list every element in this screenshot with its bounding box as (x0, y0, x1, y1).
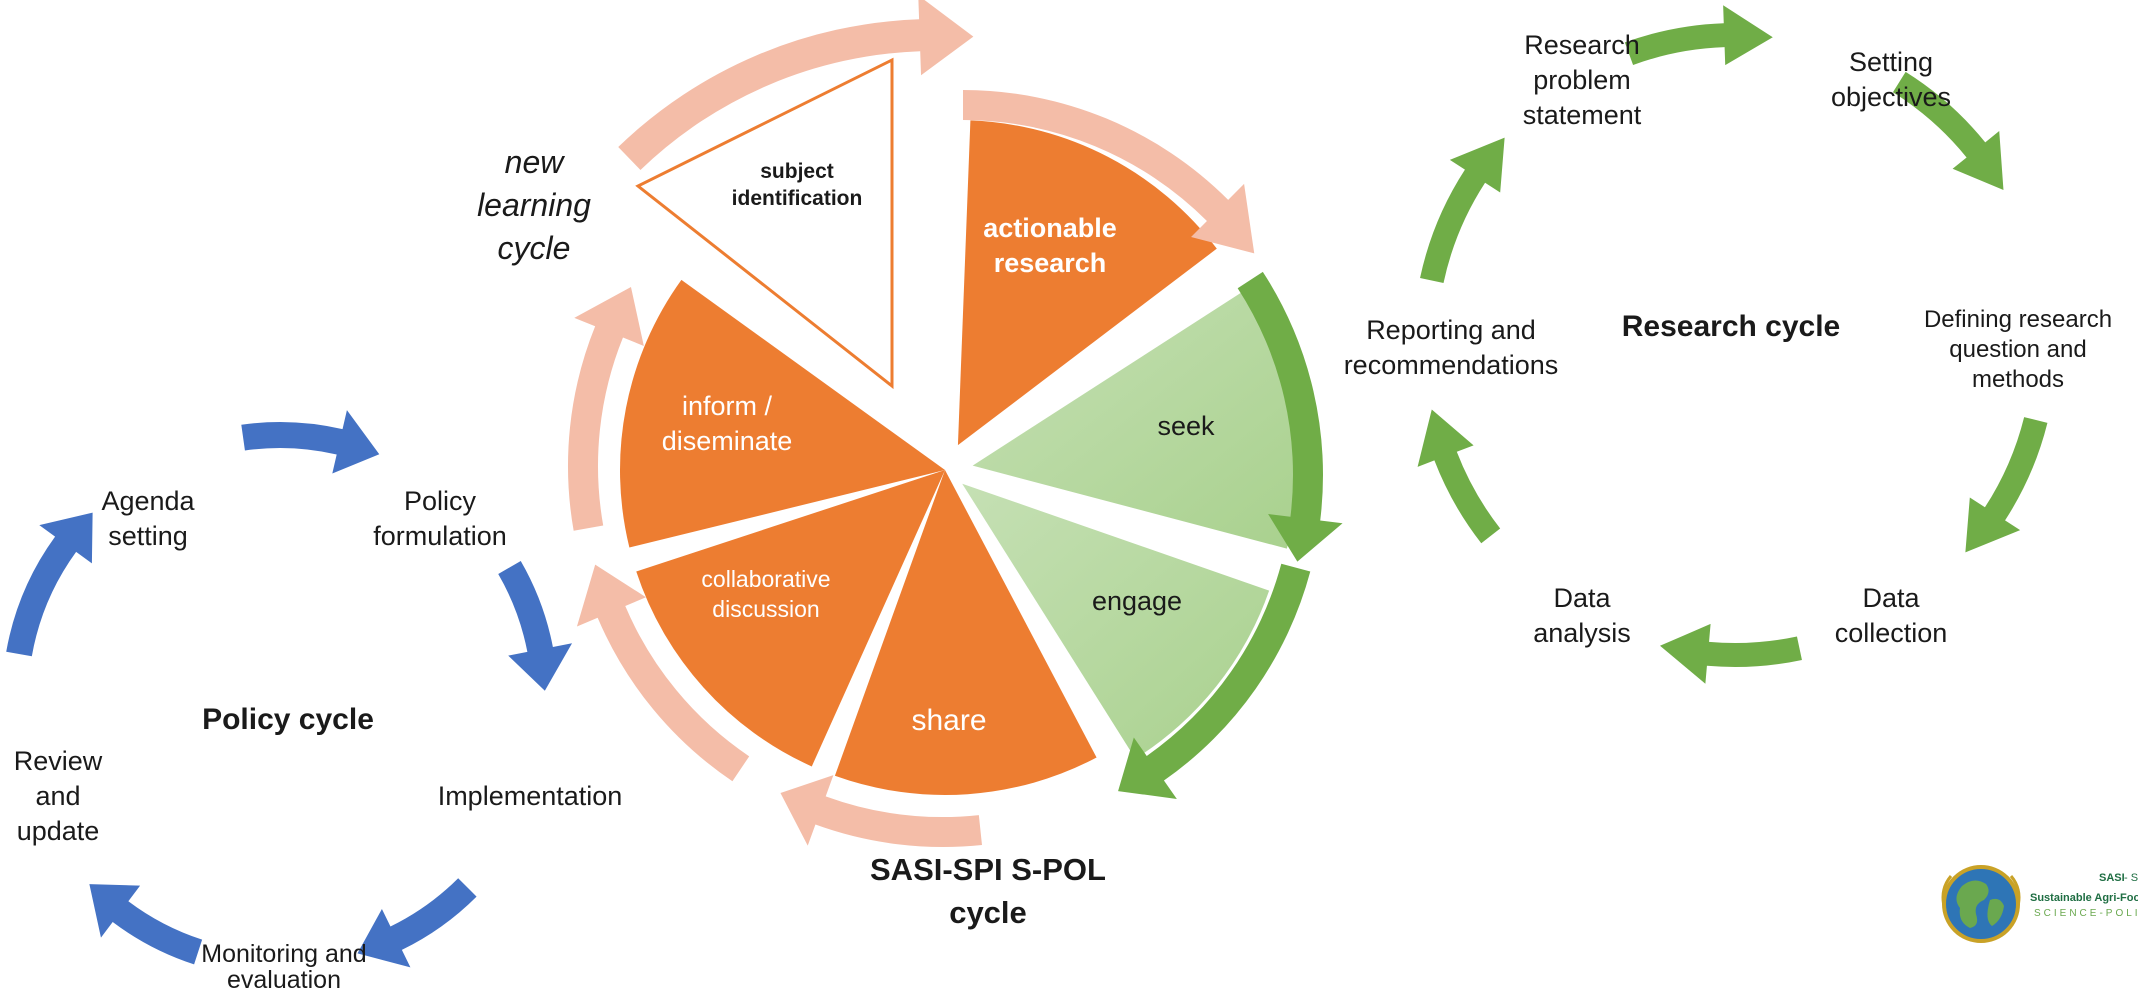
objectives-to-question-arrow (1892, 71, 2004, 190)
subject-identification-label: subject (760, 160, 834, 183)
policy-cycle-arrows (6, 410, 573, 968)
implementation-to-monitoring-arrow (357, 878, 477, 968)
research-cycle-arrows (1417, 5, 2048, 684)
setting-objectives-label-2: objectives (1831, 82, 1951, 112)
monitoring-evaluation-label-2: evaluation (227, 966, 341, 992)
new-learning-cycle-label-2: learning (477, 187, 591, 223)
actionable-research-label: actionable (983, 213, 1117, 243)
data-analysis-label: Data (1553, 583, 1611, 613)
globe-land-2 (1987, 898, 2004, 926)
agenda-setting-label-2: setting (108, 521, 188, 551)
logo-line: Sustainable Agri-Food (2030, 892, 2138, 904)
logo-dash: - S (2124, 872, 2138, 884)
monitoring-to-review-arrow (89, 884, 203, 965)
problem-to-objectives-arrow (1624, 5, 1773, 66)
defining-question-label: Defining research (1924, 306, 2112, 333)
review-to-agenda-arrow (6, 512, 93, 657)
policy-formulation-label-2: formulation (373, 521, 507, 551)
implementation-label: Implementation (438, 781, 623, 811)
new-learning-cycle-label: new (505, 144, 566, 180)
agenda-to-formulation-arrow (241, 410, 380, 474)
new-learning-cycle-label-3: cycle (498, 230, 571, 266)
data-analysis-label-2: analysis (1533, 618, 1631, 648)
new-cycle-arrow (618, 0, 974, 170)
setting-objectives-label: Setting (1849, 47, 1933, 77)
seek-arrow (1237, 271, 1343, 562)
research-cycle-title: Research cycle (1622, 310, 1841, 343)
logo-name: SASI (2099, 872, 2125, 884)
engage-label: engage (1092, 586, 1182, 616)
review-update-label: Review (14, 746, 103, 776)
engage-arrow (1118, 563, 1311, 799)
seek-segment (972, 289, 1298, 549)
inform-diseminate-label-2: diseminate (662, 426, 793, 456)
sasi-logo: SASI - S Sustainable Agri-Food SCIENCE-P… (1941, 865, 2138, 943)
share-arrow (780, 775, 982, 847)
inform-diseminate-segment (620, 279, 945, 548)
question-to-collection-arrow (1965, 417, 2048, 553)
reporting-label-2: recommendations (1344, 350, 1559, 380)
defining-question-label-2: question and (1949, 336, 2086, 363)
actionable-research-arrow (963, 90, 1255, 254)
formulation-to-implementation-arrow (498, 561, 573, 691)
seek-label: seek (1157, 411, 1215, 441)
inform-diseminate-label: inform / (682, 391, 773, 421)
review-update-label-2: and (35, 781, 80, 811)
research-problem-label: Research (1524, 30, 1640, 60)
research-problem-label-2: problem (1533, 65, 1631, 95)
sasi-spi-cycle-title: SASI-SPI S-POL (870, 852, 1106, 887)
globe-icon (1942, 865, 2020, 943)
share-label: share (911, 704, 986, 737)
actionable-research-segment (957, 120, 1217, 446)
policy-formulation-label: Policy (404, 486, 477, 516)
collaborative-discussion-label-2: discussion (712, 596, 819, 622)
data-collection-label-2: collection (1835, 618, 1948, 648)
monitoring-evaluation-label: Monitoring and (201, 940, 366, 968)
share-segment (834, 470, 1097, 796)
sasi-spi-cycle-title-2: cycle (949, 895, 1027, 930)
defining-question-label-3: methods (1972, 366, 2064, 393)
data-collection-label: Data (1862, 583, 1920, 613)
subject-identification-segment (635, 57, 894, 390)
subject-identification-label-2: identification (732, 187, 863, 210)
review-update-label-3: update (17, 816, 100, 846)
engage-segment (962, 483, 1270, 759)
globe-land (1956, 880, 1989, 928)
collaborative-discussion-segment (636, 470, 945, 767)
collaborative-discussion-arrow (576, 564, 750, 782)
policy-cycle-title: Policy cycle (202, 703, 374, 736)
collection-to-analysis-arrow (1660, 623, 1802, 684)
collaborative-discussion-label: collaborative (701, 566, 830, 592)
sasi-spi-pie (568, 0, 1343, 847)
actionable-research-label-2: research (994, 248, 1107, 278)
reporting-to-problem-arrow (1420, 137, 1505, 284)
inform-diseminate-arrow (568, 287, 644, 531)
agenda-setting-label: Agenda (101, 486, 195, 516)
wheat-icon (1941, 875, 2021, 911)
research-problem-label-3: statement (1523, 100, 1642, 130)
logo-sub: SCIENCE-POLI (2034, 908, 2138, 919)
analysis-to-reporting-arrow (1417, 409, 1501, 544)
reporting-label: Reporting and (1366, 315, 1536, 345)
